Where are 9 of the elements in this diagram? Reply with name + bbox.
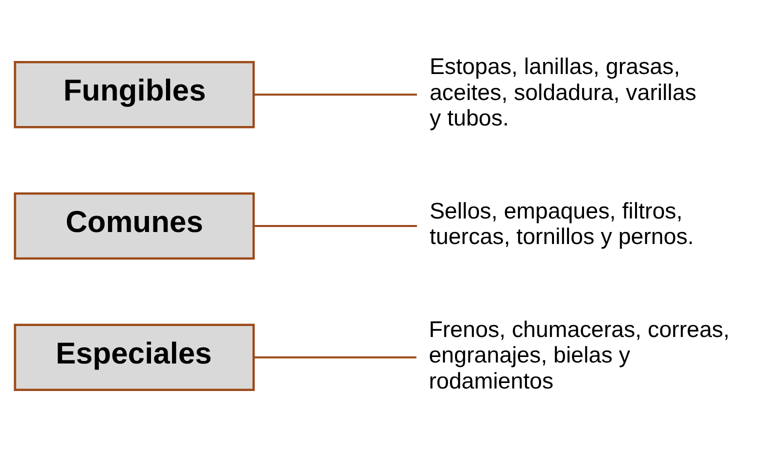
connector (254, 93, 417, 96)
node-text: Sellos, empaques, filtros, tuercas, tornillos y pernos. (430, 196, 694, 249)
node-box: Especiales (14, 323, 255, 390)
node-box: Fungibles (14, 60, 255, 128)
node-text: Estopas, lanillas, grasas, aceites, soldadura, varillas y tubos. (430, 52, 696, 130)
connector (254, 356, 416, 358)
node-box: Comunes (14, 192, 255, 260)
node-text: Frenos, chumaceras, correas, engranajes, bielas y rodamientos (428, 316, 730, 393)
connector (254, 224, 417, 226)
